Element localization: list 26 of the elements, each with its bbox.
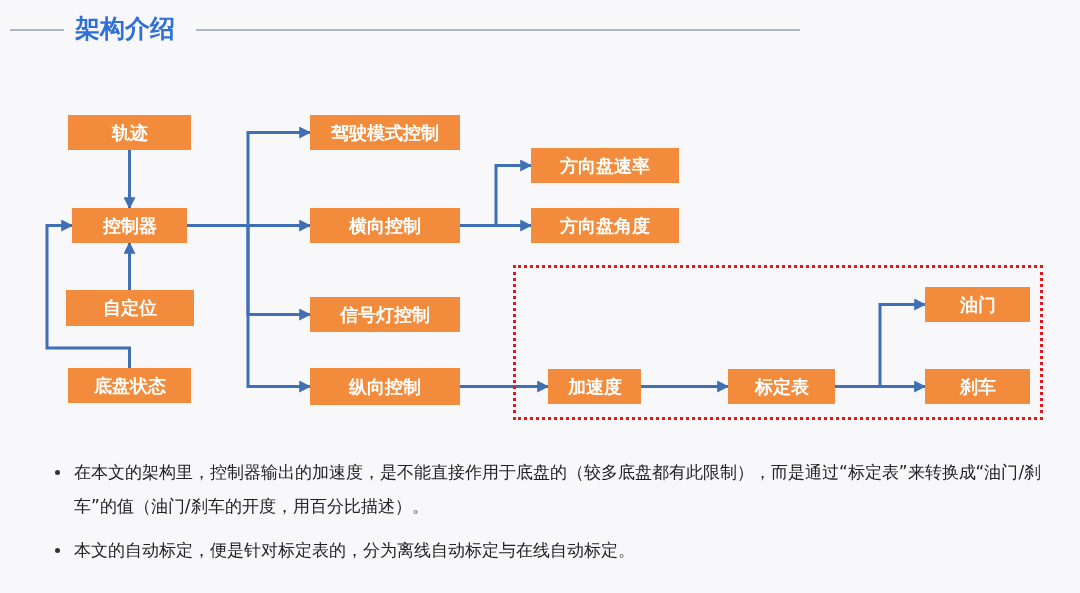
arrow	[460, 380, 550, 393]
arrow	[45, 219, 131, 368]
process-box: 油门	[925, 287, 1030, 322]
process-box: 自定位	[66, 290, 194, 326]
process-box: 横向控制	[310, 208, 460, 243]
page-title: 架构介绍	[75, 13, 175, 45]
process-box: 标定表	[728, 369, 835, 404]
arrow	[123, 150, 136, 210]
arrow	[641, 380, 730, 393]
process-box: 驾驶模式控制	[310, 115, 460, 150]
dotted-frame	[513, 265, 1043, 420]
process-box: 轨迹	[68, 115, 191, 150]
process-box: 控制器	[72, 208, 187, 243]
process-box: 加速度	[548, 369, 641, 404]
bullet-text: 在本文的架构里，控制器输出的加速度，是不能直接作用于底盘的（较多底盘都有此限制），而是通过“标定表”来转换成“油门/刹车”的值（油门/刹车的开度，用百分比描述）。	[74, 455, 1064, 523]
process-box: 纵向控制	[310, 368, 460, 405]
process-box: 方向盘速率	[531, 148, 679, 183]
process-box: 方向盘角度	[531, 208, 679, 243]
arrow	[123, 241, 136, 290]
arrow	[187, 224, 312, 393]
process-box: 刹车	[925, 369, 1030, 404]
bullet-text: 本文的自动标定，便是针对标定表的，分为离线自动标定与在线自动标定。	[74, 533, 1064, 567]
arrow	[835, 380, 927, 393]
process-box: 信号灯控制	[310, 297, 460, 332]
arrow	[460, 219, 533, 232]
process-box: 底盘状态	[68, 368, 191, 403]
